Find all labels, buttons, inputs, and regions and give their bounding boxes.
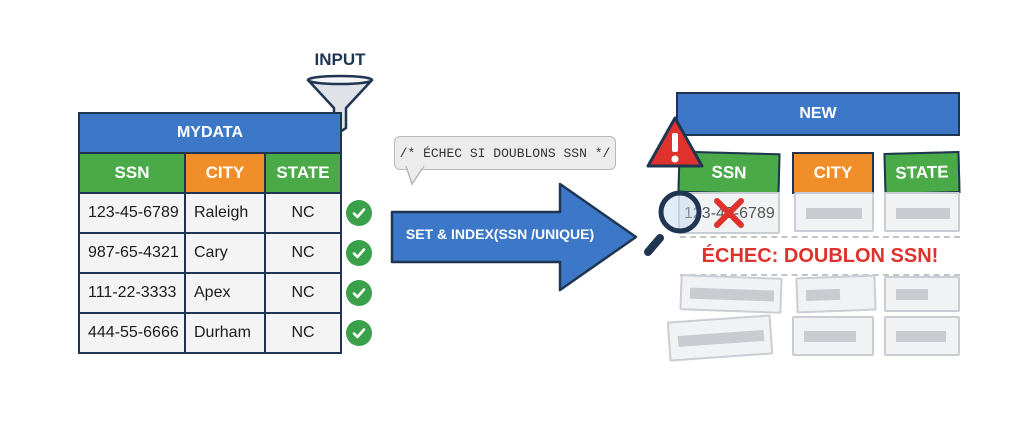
target-cell-city <box>792 316 874 356</box>
source-col-state: STATE <box>264 152 342 194</box>
placeholder-bar <box>896 208 950 219</box>
table-cell-state: NC <box>264 312 342 354</box>
table-cell-ssn: 123-45-6789 <box>78 192 186 234</box>
placeholder-bar <box>806 208 862 219</box>
table-cell-city: Durham <box>184 312 266 354</box>
table-cell-city: Cary <box>184 232 266 274</box>
funnel-icon <box>306 74 374 138</box>
source-table-title: MYDATA <box>78 112 342 154</box>
source-col-city: CITY <box>184 152 266 194</box>
placeholder-bar <box>896 289 928 300</box>
error-message: ÉCHEC: DOUBLON SSN! <box>680 236 960 276</box>
x-icon <box>714 198 744 228</box>
table-cell-city: Raleigh <box>184 192 266 234</box>
table-cell-ssn: 111-22-3333 <box>78 272 186 314</box>
target-cell-state <box>884 316 960 356</box>
warning-icon <box>646 116 704 168</box>
target-col-city: CITY <box>792 152 874 194</box>
table-cell-ssn: 987-65-4321 <box>78 232 186 274</box>
check-icon <box>346 280 372 306</box>
target-cell-state <box>884 276 960 312</box>
bubble-tail <box>405 166 425 186</box>
placeholder-bar <box>805 288 841 302</box>
target-cell-state <box>884 192 960 232</box>
target-table-title: NEW <box>676 92 960 136</box>
target-cell-ssn <box>666 314 774 362</box>
target-cell-city <box>795 274 877 314</box>
table-cell-city: Apex <box>184 272 266 314</box>
placeholder-bar <box>804 331 856 342</box>
target-col-state: STATE <box>883 151 961 195</box>
check-icon <box>346 240 372 266</box>
comment-bubble: /* ÉCHEC SI DOUBLONS SSN */ <box>394 136 616 170</box>
table-cell-state: NC <box>264 192 342 234</box>
source-col-ssn: SSN <box>78 152 186 194</box>
placeholder-bar <box>677 329 765 347</box>
target-cell-ssn <box>679 274 783 314</box>
table-cell-state: NC <box>264 232 342 274</box>
process-arrow <box>390 182 638 292</box>
table-cell-ssn: 444-55-6666 <box>78 312 186 354</box>
placeholder-bar <box>689 287 775 302</box>
input-label: INPUT <box>314 50 366 69</box>
target-cell-city <box>794 192 874 232</box>
placeholder-bar <box>896 331 946 342</box>
magnifier-icon <box>644 190 702 256</box>
arrow-label: SET & INDEX(SSN /UNIQUE) <box>405 226 595 242</box>
table-cell-state: NC <box>264 272 342 314</box>
check-icon <box>346 200 372 226</box>
check-icon <box>346 320 372 346</box>
